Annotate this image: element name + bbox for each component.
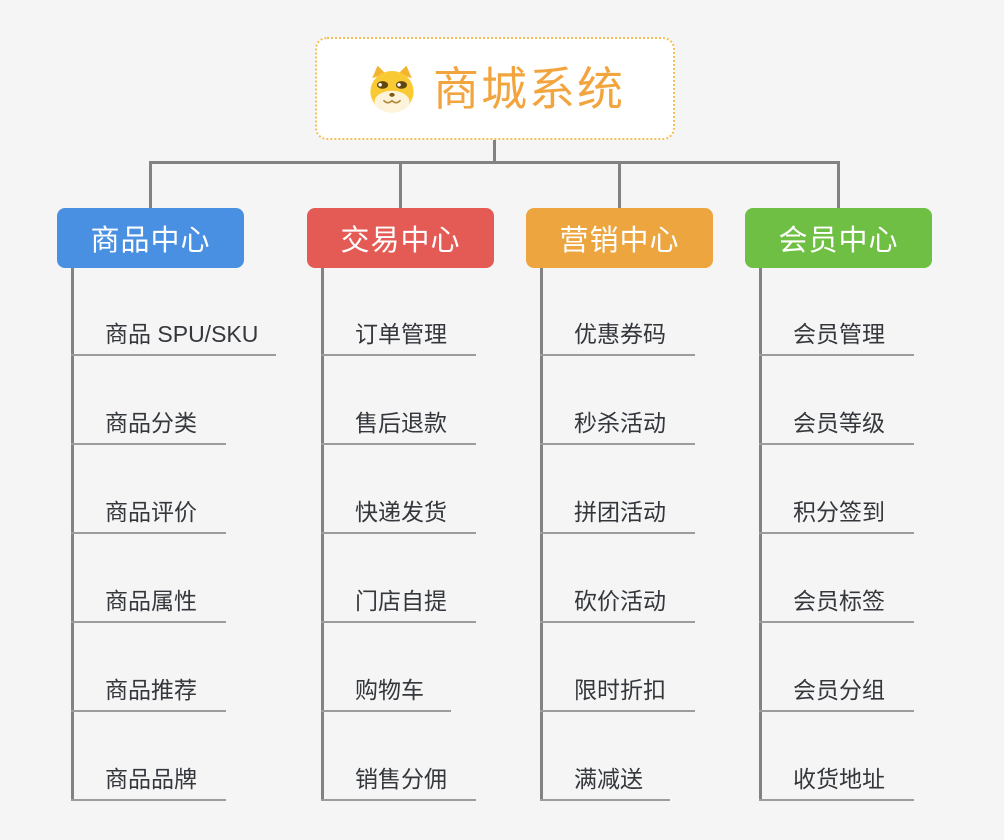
child-node: 商品分类 xyxy=(71,405,226,445)
branch-trunk-4 xyxy=(759,268,762,801)
root-title: 商城系统 xyxy=(433,62,625,115)
branch-trunk-3 xyxy=(540,268,543,801)
child-node: 优惠券码 xyxy=(540,316,695,356)
child-node: 商品品牌 xyxy=(71,761,226,801)
child-node: 售后退款 xyxy=(321,405,476,445)
child-node: 商品 SPU/SKU xyxy=(71,316,276,356)
child-node: 会员标签 xyxy=(759,583,914,623)
shiba-dog-icon xyxy=(370,65,414,112)
branch-label: 营销中心 xyxy=(559,225,680,257)
branch-trunk-1 xyxy=(71,268,74,801)
child-node: 拼团活动 xyxy=(540,494,695,534)
child-node: 满减送 xyxy=(540,761,670,801)
connector-drop-branch-3 xyxy=(618,161,621,209)
connector-horizontal-bar xyxy=(149,161,840,164)
branch-trunk-2 xyxy=(321,268,324,801)
child-node: 会员管理 xyxy=(759,316,914,356)
child-node: 订单管理 xyxy=(321,316,476,356)
branch-node-product-center: 商品中心 xyxy=(57,208,244,268)
connector-drop-branch-1 xyxy=(149,161,152,209)
child-node: 收货地址 xyxy=(759,761,914,801)
connector-drop-branch-4 xyxy=(837,161,840,209)
child-node: 快递发货 xyxy=(321,494,476,534)
child-node: 会员分组 xyxy=(759,672,914,712)
child-node: 商品推荐 xyxy=(71,672,226,712)
child-node: 商品评价 xyxy=(71,494,226,534)
branch-node-marketing-center: 营销中心 xyxy=(526,208,713,268)
connector-drop-branch-2 xyxy=(399,161,402,209)
child-node: 销售分佣 xyxy=(321,761,476,801)
child-node: 商品属性 xyxy=(71,583,226,623)
child-node: 秒杀活动 xyxy=(540,405,695,445)
child-node: 门店自提 xyxy=(321,583,476,623)
branch-label: 会员中心 xyxy=(778,225,899,257)
branch-label: 交易中心 xyxy=(340,225,461,257)
connector-root-stem xyxy=(493,140,496,164)
branch-node-trade-center: 交易中心 xyxy=(307,208,494,268)
child-node: 砍价活动 xyxy=(540,583,695,623)
child-node: 会员等级 xyxy=(759,405,914,445)
child-node: 购物车 xyxy=(321,672,451,712)
branch-label: 商品中心 xyxy=(90,225,211,257)
branch-node-member-center: 会员中心 xyxy=(745,208,932,268)
child-node: 积分签到 xyxy=(759,494,914,534)
root-node: 商城系统 xyxy=(315,37,675,140)
child-node: 限时折扣 xyxy=(540,672,695,712)
